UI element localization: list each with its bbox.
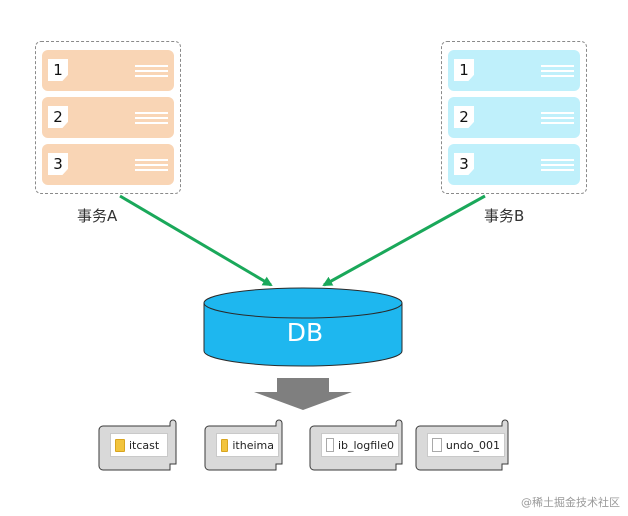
transaction-a-row: 1 [42,50,174,91]
transaction-b-row: 1 [448,50,580,91]
lines-icon [541,65,574,80]
arrow-a-to-db [119,194,273,287]
file-name: ib_logfile0 [337,438,394,452]
file-scroll-undo-001: undo_001 [415,417,508,474]
lines-icon [135,65,168,80]
transaction-b-row: 3 [448,144,580,185]
row-number: 1 [48,59,68,81]
transaction-b-group: 1 2 3 [441,41,587,194]
row-number: 1 [454,59,474,81]
row-number: 3 [454,153,474,175]
folder-icon [221,438,229,452]
folder-icon [115,438,125,452]
document-icon [432,438,442,452]
file-name: itheima [232,438,274,452]
file-name: itcast [129,438,160,452]
lines-icon [135,112,168,127]
down-arrow-icon [254,378,352,410]
file-scroll-itcast: itcast [98,417,176,474]
transaction-a-label: 事务A [77,207,118,225]
watermark: @稀土掘金技术社区 [521,496,620,509]
arrow-b-to-db [322,194,486,287]
document-icon [326,438,334,452]
transaction-a-group: 1 2 3 [35,41,181,194]
database-label: DB [286,318,324,347]
transaction-a-row: 3 [42,144,174,185]
transaction-b-label: 事务B [484,207,525,225]
row-number: 2 [454,106,474,128]
row-number: 3 [48,153,68,175]
file-name: undo_001 [445,438,500,452]
transaction-a-row: 2 [42,97,174,138]
transaction-b-row: 2 [448,97,580,138]
lines-icon [541,112,574,127]
lines-icon [135,159,168,174]
lines-icon [541,159,574,174]
file-scroll-ib-logfile0: ib_logfile0 [309,417,402,474]
row-number: 2 [48,106,68,128]
database-cylinder [203,287,403,367]
file-scroll-itheima: itheima [204,417,282,474]
